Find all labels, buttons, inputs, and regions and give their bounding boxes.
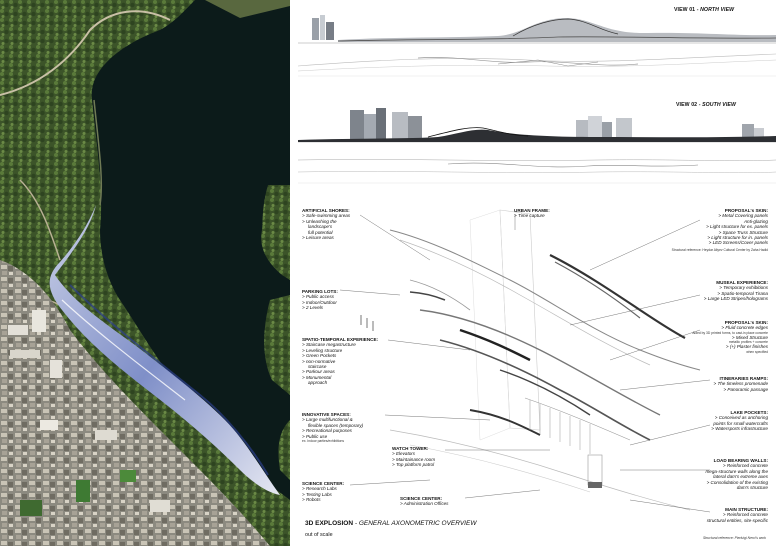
south-view-title: VIEW 02 - SOUTH VIEW: [676, 102, 736, 108]
label-urban-frame: URBAN FRAME: > Time capture: [514, 208, 550, 219]
drawing-title: 3D EXPLOSION - GENERAL AXONOMETRIC OVERV…: [305, 520, 477, 527]
axonometric-explosion-drawing: [360, 209, 701, 511]
label-proposal-skin-2: PROPOSAL's SKIN: > Fluid concrete edges …: [692, 320, 768, 354]
label-artificial-shores: ARTIFICIAL SHORES: > Safe-swimming areas…: [302, 208, 351, 241]
label-proposal-skin-1: PROPOSAL's SKIN: > Metal Covering panels…: [671, 208, 768, 252]
label-parking-lots: PARKING LOTS: > Public access > Indoor/O…: [302, 289, 338, 311]
aerial-site-image: [0, 0, 290, 546]
aerial-site-photo: [0, 0, 290, 546]
label-science-center-2: SCIENCE CENTER: > Administration Offices: [400, 496, 449, 507]
label-main-structure: MAIN STRUCTURE: > Reinforced concrete st…: [706, 507, 768, 523]
label-itineraries-ramps: ITINERARIES RAMPS: > The timeless promen…: [713, 376, 768, 392]
label-museal-experience: MUSEAL EXPERIENCE: > Temporary exhibitio…: [703, 280, 768, 302]
north-elevation-drawing: [298, 15, 776, 44]
label-innovative-spaces: INNOVATIVE SPACES: > Large multifunction…: [302, 412, 364, 444]
south-plan-drawing: [298, 159, 776, 184]
drawing-subtitle: out of scale: [305, 532, 333, 538]
north-plan-drawing: [298, 53, 776, 77]
label-spatio-temporal: SPATIO-TEMPORAL EXPERIENCE: > Staircase …: [302, 337, 379, 386]
structural-reference-note: Structural reference: Pierluigi Nervi's …: [702, 536, 766, 540]
label-science-center-1: SCIENCE CENTER: > Research Labs > Testin…: [302, 481, 345, 503]
label-lake-pockets: LAKE POCKETS: > Conceived as anchoring p…: [711, 410, 768, 432]
north-view-title: VIEW 01 - NORTH VIEW: [674, 7, 735, 13]
label-watch-tower: WATCH TOWER: > Elevators > Maintainance …: [392, 446, 436, 468]
south-elevation-drawing: [298, 108, 776, 143]
label-load-bearing-walls: LOAD BEARING WALLS: > Reinforced concret…: [705, 458, 768, 491]
presentation-sheet: VIEW 01 - NORTH VIEW VIEW 02 - SOUTH VIE…: [290, 0, 780, 546]
